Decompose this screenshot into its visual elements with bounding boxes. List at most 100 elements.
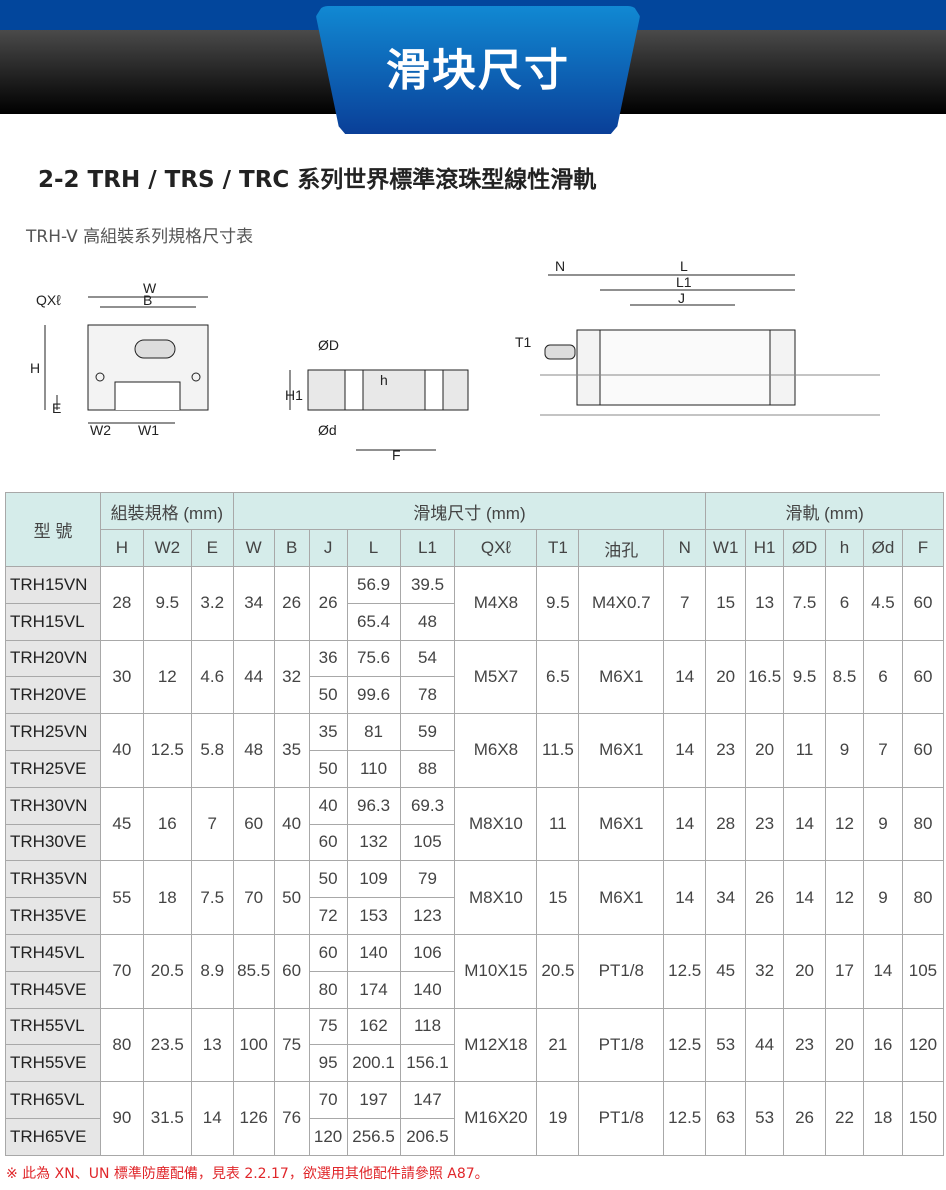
table-cell: 23 bbox=[745, 786, 785, 862]
table-cell: 12.5 bbox=[663, 933, 707, 1009]
label-n: N bbox=[555, 258, 565, 274]
table-cell: 9.5 bbox=[142, 566, 192, 641]
model-name: TRH35VN bbox=[5, 860, 101, 899]
table-cell: 60 bbox=[901, 566, 945, 641]
table-cell: 7 bbox=[862, 713, 903, 788]
table-cell: 7 bbox=[190, 786, 234, 862]
column-header: h bbox=[825, 529, 864, 567]
table-cell: 60 bbox=[232, 786, 275, 862]
table-cell: 197 bbox=[346, 1081, 401, 1119]
table-cell: 8.5 bbox=[825, 639, 864, 715]
table-cell: M8X10 bbox=[454, 786, 538, 862]
model-name: TRH30VE bbox=[5, 823, 101, 862]
table-cell: 75 bbox=[273, 1007, 310, 1083]
table-cell: 18 bbox=[862, 1081, 903, 1156]
table-cell: 32 bbox=[273, 639, 310, 715]
column-header: H1 bbox=[745, 529, 785, 567]
model-name: TRH55VL bbox=[5, 1007, 101, 1046]
column-header: E bbox=[190, 529, 234, 567]
table-cell: 54 bbox=[399, 639, 456, 678]
table-cell: 75 bbox=[308, 1007, 348, 1046]
banner-title: 滑块尺寸 bbox=[386, 45, 570, 96]
model-name: TRH35VE bbox=[5, 897, 101, 935]
table-cell: 126 bbox=[232, 1081, 275, 1156]
table-cell: 79 bbox=[399, 860, 456, 899]
table-cell: M4X0.7 bbox=[578, 566, 665, 641]
table-cell: PT1/8 bbox=[578, 1081, 665, 1156]
table-cell: 256.5 bbox=[346, 1117, 401, 1156]
table-cell: 20.5 bbox=[536, 933, 580, 1009]
table-cell: 75.6 bbox=[346, 639, 401, 678]
column-header: J bbox=[308, 529, 348, 567]
column-header: QXℓ bbox=[454, 529, 538, 567]
column-header: H bbox=[99, 529, 144, 567]
table-cell: 16.5 bbox=[745, 639, 785, 715]
group-header-rail: 滑軌 (mm) bbox=[705, 492, 944, 530]
table-cell: PT1/8 bbox=[578, 1007, 665, 1083]
column-header: F bbox=[901, 529, 945, 567]
table-cell: 69.3 bbox=[399, 786, 456, 825]
table-cell: 15 bbox=[536, 860, 580, 935]
table-cell: 22 bbox=[825, 1081, 864, 1156]
table-cell: 9 bbox=[862, 786, 903, 862]
table-cell: 48 bbox=[232, 713, 275, 788]
block-front-view bbox=[44, 296, 209, 424]
table-cell: 6 bbox=[862, 639, 903, 715]
table-cell: 100 bbox=[232, 1007, 275, 1083]
table-cell: 53 bbox=[745, 1081, 785, 1156]
table-cell: 123 bbox=[399, 897, 456, 935]
table-cell: 9 bbox=[862, 860, 903, 935]
table-cell: 5.8 bbox=[190, 713, 234, 788]
table-cell: 35 bbox=[273, 713, 310, 788]
table-cell: 96.3 bbox=[346, 786, 401, 825]
table-cell: 20 bbox=[825, 1007, 864, 1083]
dimension-diagrams: W B QXℓ H E W2 W1 ØD h H1 Ød F N L L1 J … bbox=[30, 258, 880, 463]
table-cell: 50 bbox=[308, 749, 348, 788]
table-cell: 65.4 bbox=[346, 602, 401, 641]
model-name: TRH25VN bbox=[5, 713, 101, 751]
table-cell: 44 bbox=[232, 639, 275, 715]
label-l: L bbox=[680, 258, 688, 274]
label-f: F bbox=[392, 447, 401, 463]
table-cell: 40 bbox=[273, 786, 310, 862]
table-cell: 13 bbox=[745, 566, 785, 641]
table-cell: 60 bbox=[308, 933, 348, 972]
label-h-small: h bbox=[380, 372, 388, 388]
table-cell: 60 bbox=[273, 933, 310, 1009]
table-cell: 26 bbox=[308, 566, 348, 641]
column-header: W2 bbox=[142, 529, 192, 567]
model-name: TRH20VN bbox=[5, 639, 101, 678]
table-cell: 34 bbox=[705, 860, 747, 935]
table-cell: 17 bbox=[825, 933, 864, 1009]
table-cell: 14 bbox=[663, 713, 707, 788]
table-cell: 40 bbox=[99, 713, 144, 788]
table-cell: 8.9 bbox=[190, 933, 234, 1009]
section-heading: 2-2 TRH / TRS / TRC 系列世界標準滾珠型線性滑軌 bbox=[38, 167, 597, 193]
table-cell: 9.5 bbox=[783, 639, 827, 715]
table-cell: 14 bbox=[783, 860, 827, 935]
footnote: ※ 此為 XN、UN 標準防塵配備，見表 2.2.17，欲選用其他配件請參照 A… bbox=[6, 1166, 489, 1182]
table-cell: 12.5 bbox=[663, 1081, 707, 1156]
table-cell: 11 bbox=[536, 786, 580, 862]
table-cell: M6X1 bbox=[578, 786, 665, 862]
table-cell: M12X18 bbox=[454, 1007, 538, 1083]
table-cell: 16 bbox=[862, 1007, 903, 1083]
table-cell: 28 bbox=[705, 786, 747, 862]
column-header: L bbox=[346, 529, 401, 567]
table-cell: 14 bbox=[663, 639, 707, 715]
table-cell: 60 bbox=[901, 639, 945, 715]
table-cell: 35 bbox=[308, 713, 348, 751]
table-cell: 20 bbox=[783, 933, 827, 1009]
table-cell: 23 bbox=[783, 1007, 827, 1083]
table-cell: 45 bbox=[99, 786, 144, 862]
block-side-view bbox=[540, 274, 880, 416]
column-header: N bbox=[663, 529, 707, 567]
